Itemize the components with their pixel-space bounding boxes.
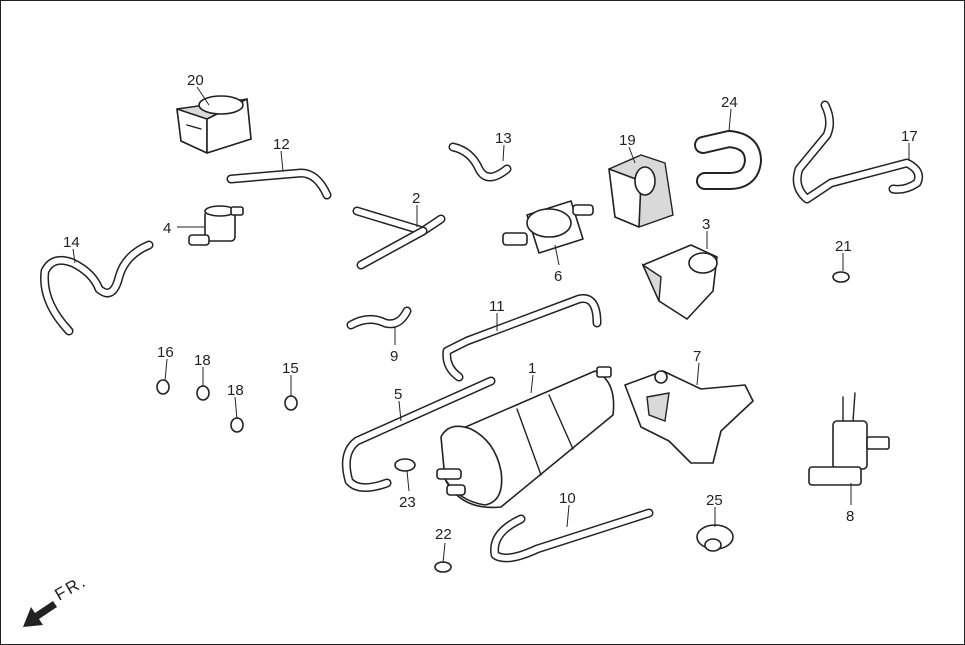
- part-11-hose: [442, 294, 602, 382]
- callout-3: 3: [702, 216, 710, 233]
- part-4-valve: [188, 205, 244, 246]
- part-2-y-pipe: [352, 206, 446, 270]
- part-20-mount-rubber: [176, 95, 252, 154]
- part-3-cover: [641, 244, 718, 320]
- part-19-rubber: [608, 154, 674, 228]
- callout-4: 4: [163, 220, 171, 237]
- callout-2: 2: [412, 190, 420, 207]
- callout-8: 8: [846, 508, 854, 525]
- callout-10: 10: [559, 490, 576, 507]
- front-direction-indicator: FR.: [23, 571, 90, 627]
- front-label: FR.: [52, 571, 90, 604]
- callout-24: 24: [721, 94, 738, 111]
- part-25-washer: [696, 524, 734, 552]
- callout-9: 9: [390, 348, 398, 365]
- callout-25: 25: [706, 492, 723, 509]
- callout-21: 21: [835, 238, 852, 255]
- part-23-clip: [394, 458, 416, 472]
- callout-22: 22: [435, 526, 452, 543]
- callout-16: 16: [157, 344, 174, 361]
- part-17-pipe: [792, 100, 924, 204]
- callout-labels: 20 12 4 14 2 13 6 19 24 3 17 21 11 9 1 7…: [63, 72, 918, 543]
- callout-12: 12: [273, 136, 290, 153]
- part-clips: [156, 379, 452, 573]
- part-10-hose: [490, 508, 654, 563]
- callout-18b: 18: [227, 382, 244, 399]
- callout-11: 11: [489, 298, 505, 315]
- callout-15: 15: [282, 360, 299, 377]
- callout-17: 17: [901, 128, 918, 145]
- callout-23: 23: [399, 494, 416, 511]
- part-8-valve: [808, 392, 890, 486]
- part-1-canister: [436, 366, 615, 509]
- part-13-hose: [448, 142, 512, 182]
- callout-7: 7: [693, 348, 701, 365]
- callout-18a: 18: [194, 352, 211, 369]
- part-24-u-hose: [694, 130, 762, 190]
- callout-13: 13: [495, 130, 512, 147]
- part-9-hose: [346, 306, 412, 330]
- part-14-hose: [40, 240, 154, 336]
- part-21-clip: [832, 271, 850, 283]
- callout-6: 6: [554, 268, 562, 285]
- callout-5: 5: [394, 386, 402, 403]
- callout-1: 1: [528, 360, 536, 377]
- part-5-hose: [341, 376, 496, 492]
- part-6-inline-filter: [502, 200, 594, 254]
- leader-lines: [72, 86, 910, 564]
- part-7-bracket: [624, 370, 754, 464]
- callout-20: 20: [187, 72, 204, 89]
- callout-19: 19: [619, 132, 636, 149]
- callout-14: 14: [63, 234, 80, 251]
- front-arrow-icon: [23, 601, 57, 627]
- part-12-hose: [226, 168, 332, 200]
